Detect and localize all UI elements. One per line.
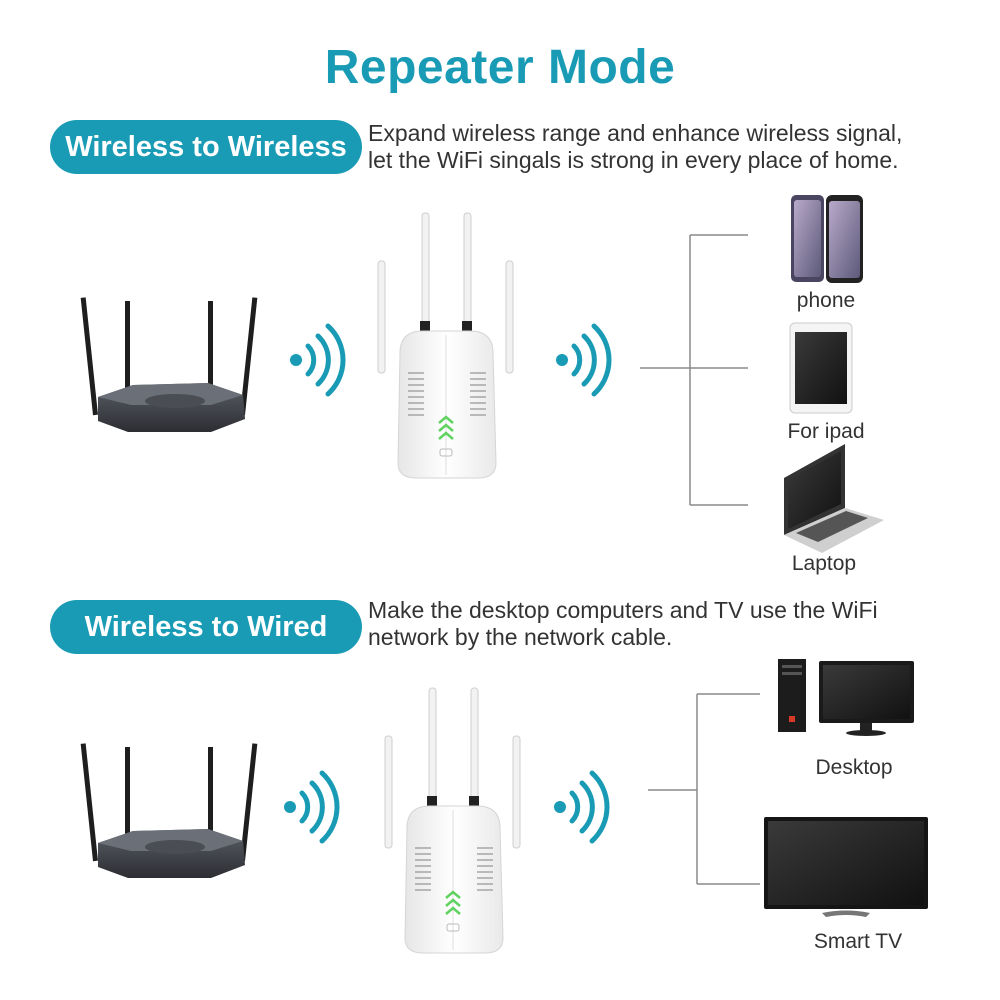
description-line: Make the desktop computers and TV use th… <box>368 597 878 623</box>
desktop-icon <box>778 659 914 736</box>
wireless-to-wireless-pill: Wireless to Wireless <box>50 120 362 174</box>
page-title: Repeater Mode <box>324 41 676 94</box>
smart-tv-icon <box>764 817 928 917</box>
wireless-to-wired-pill: Wireless to Wired <box>50 600 362 654</box>
connection-lines <box>640 234 748 506</box>
description-line: network by the network cable. <box>368 624 673 650</box>
wireless-to-wired-description: Make the desktop computers and TV use th… <box>368 597 878 651</box>
laptop-label: Laptop <box>791 552 857 575</box>
wifi-signal-icon <box>554 773 607 841</box>
smart-tv-label: Smart TV <box>813 930 903 953</box>
wifi-signal-icon <box>556 326 609 394</box>
phone-icon <box>791 195 863 283</box>
wifi-signal-icon <box>284 773 337 841</box>
laptop-icon <box>784 444 884 553</box>
wifi-signal-icon <box>290 326 343 394</box>
description-line: Expand wireless range and enhance wirele… <box>368 120 903 146</box>
ipad-icon <box>789 322 853 414</box>
router-icon <box>80 297 258 432</box>
wireless-to-wireless-description: Expand wireless range and enhance wirele… <box>368 120 902 174</box>
ipad-label: For ipad <box>787 420 865 443</box>
description-line: let the WiFi singals is strong in every … <box>368 147 899 173</box>
phone-label: phone <box>796 289 856 312</box>
connection-lines <box>648 693 760 885</box>
repeater-icon <box>383 686 522 955</box>
repeater-icon <box>376 211 515 480</box>
router-icon <box>80 743 258 878</box>
desktop-label: Desktop <box>815 756 893 779</box>
